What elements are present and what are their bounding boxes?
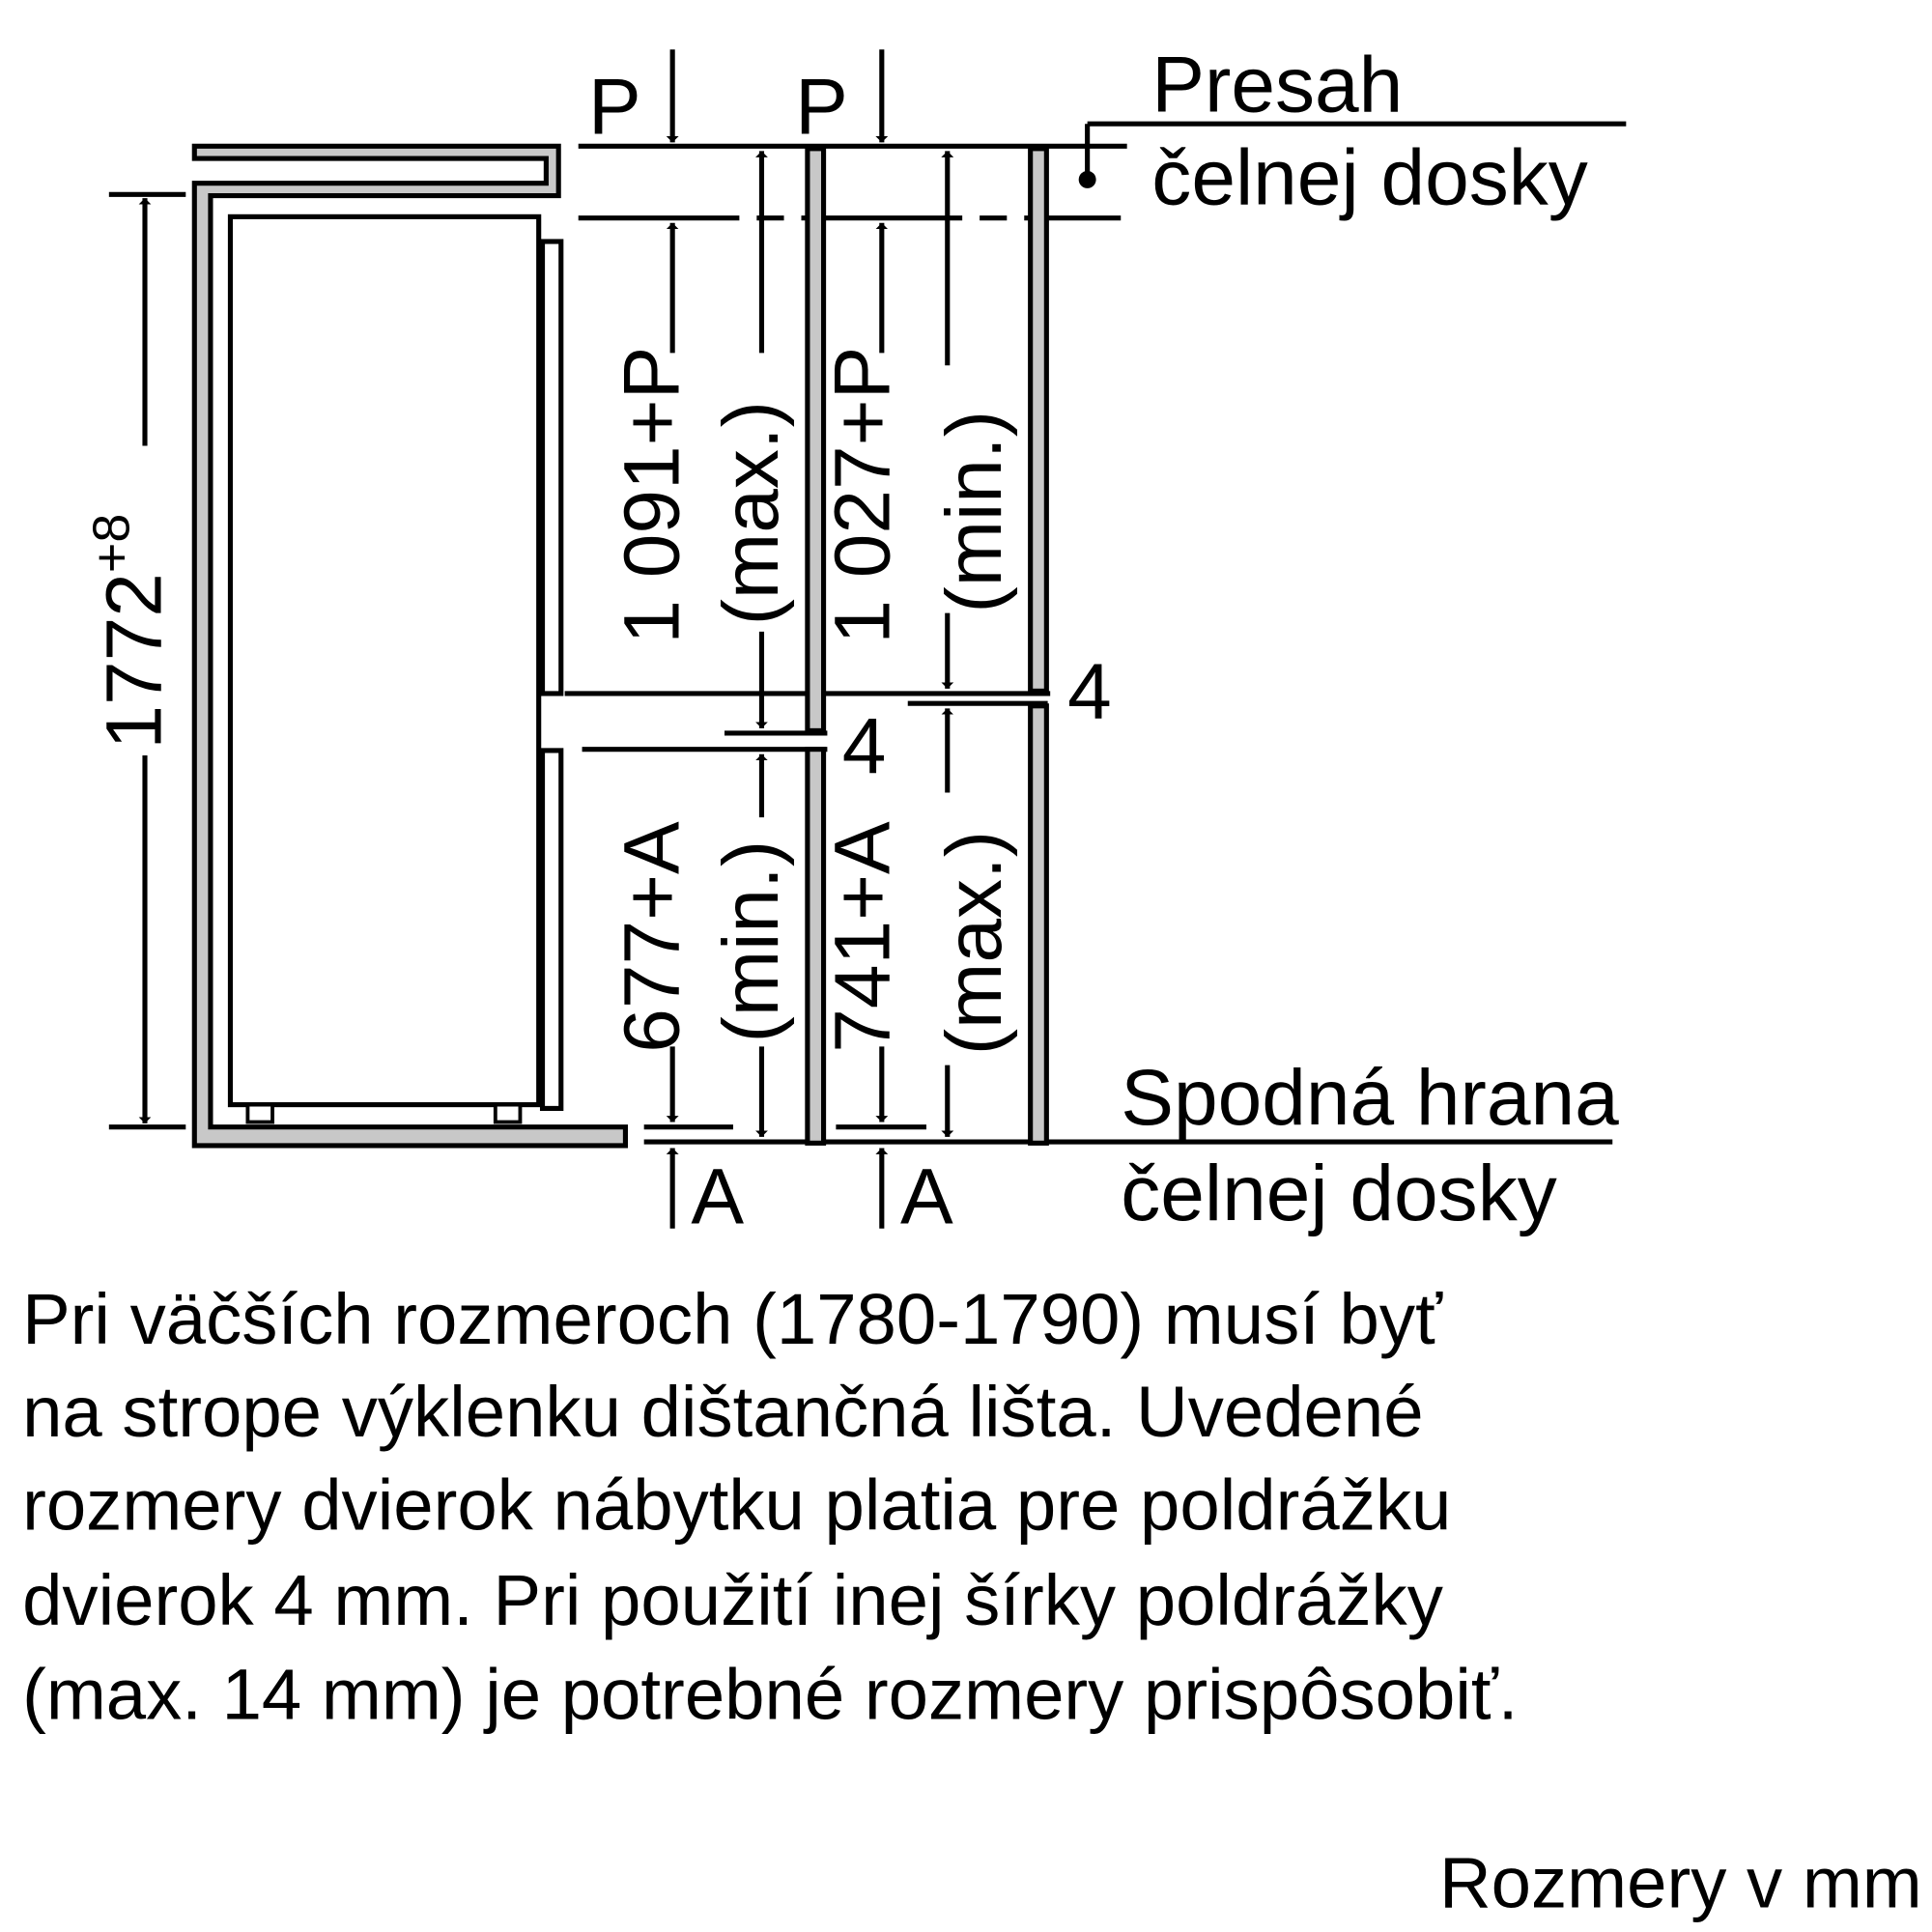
upper-min-note: (min.) bbox=[930, 411, 1018, 613]
furniture-door-lower-left bbox=[805, 747, 827, 1146]
overlap-label-line1: Presah bbox=[1151, 41, 1403, 128]
appliance-foot-right bbox=[493, 1102, 523, 1124]
gap-label-right: 4 bbox=[1067, 648, 1112, 736]
bottom-edge-label-line2: čelnej dosky bbox=[1121, 1150, 1556, 1237]
note-line: (max. 14 mm) je potrebné rozmery prispôs… bbox=[22, 1654, 1518, 1734]
lower-min-note: (min.) bbox=[707, 840, 795, 1043]
svg-text:1772+8: 1772+8 bbox=[82, 514, 178, 750]
p-label-right: P bbox=[795, 63, 848, 151]
upper-max-value: 1 091+P bbox=[609, 347, 696, 644]
note-line: na strope výklenku dištančná lišta. Uved… bbox=[22, 1372, 1424, 1452]
lower-max-value: 741+A bbox=[819, 821, 907, 1053]
a-label-right: A bbox=[900, 1153, 953, 1241]
p-label-left: P bbox=[588, 63, 641, 151]
furniture-door-upper-right bbox=[1028, 146, 1049, 694]
niche-height-tolerance: +8 bbox=[82, 514, 140, 573]
note-line: Pri väčších rozmeroch (1780-1790) musí b… bbox=[22, 1279, 1443, 1359]
overlap-leader-dot bbox=[1078, 170, 1096, 188]
furniture-door-lower-right bbox=[1028, 703, 1049, 1146]
bottom-edge-label-line1: Spodná hrana bbox=[1121, 1054, 1619, 1142]
lower-min-value: 677+A bbox=[609, 821, 696, 1053]
furniture-door-upper-left bbox=[805, 146, 827, 733]
note-line: dvierok 4 mm. Pri použití inej šírky pol… bbox=[22, 1560, 1444, 1640]
niche-height-value: 1772 bbox=[91, 573, 179, 750]
overlap-label-line2: čelnej dosky bbox=[1151, 134, 1587, 222]
appliance-foot-left bbox=[245, 1102, 274, 1124]
niche-height-dimension: 1772+8 bbox=[82, 191, 186, 1130]
upper-min-value: 1 027+P bbox=[819, 347, 907, 644]
upper-door-edge bbox=[539, 239, 564, 696]
appliance-body bbox=[227, 213, 542, 1108]
upper-max-note: (max.) bbox=[707, 401, 795, 625]
a-label-left: A bbox=[691, 1153, 744, 1241]
installation-note: Pri väčších rozmeroch (1780-1790) musí b… bbox=[22, 1279, 1518, 1734]
lower-door-edge bbox=[539, 748, 564, 1112]
note-line: rozmery dvierok nábytku platia pre poldr… bbox=[22, 1464, 1451, 1545]
units-label: Rozmery v mm bbox=[1439, 1842, 1922, 1922]
niche-carcass bbox=[191, 143, 628, 1149]
gap-label-left: 4 bbox=[842, 702, 887, 790]
lower-max-note: (max.) bbox=[930, 831, 1018, 1055]
